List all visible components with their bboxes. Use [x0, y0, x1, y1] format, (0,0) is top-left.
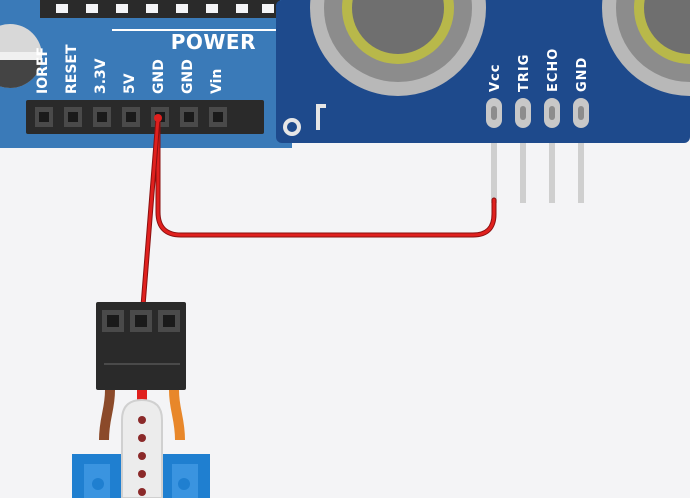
servo-horn-icon[interactable] [121, 398, 163, 498]
wire-5v-to-vcc[interactable] [155, 115, 497, 238]
sensor-leg-2[interactable] [549, 143, 555, 203]
power-pin-label-3: 5V [122, 73, 138, 94]
power-socket-hole-5 [184, 112, 194, 122]
power-pin-label-5: GND [180, 59, 196, 94]
sensor-legs [491, 143, 584, 203]
power-socket-hole-2 [97, 112, 107, 122]
power-header-label: POWER [171, 30, 256, 54]
power-pin-labels: IOREF RESET 3.3V 5V GND GND Vin [35, 44, 225, 94]
sensor-pin-label-1: TRIG [517, 54, 532, 92]
sensor-leg-1[interactable] [520, 143, 526, 203]
crystal-icon [316, 104, 320, 130]
sensor-pin-label-0: Vcc [488, 64, 503, 92]
sensor-pin-label-3: GND [575, 57, 590, 92]
ultrasonic-sensor[interactable]: Vcc TRIG ECHO GND [276, 0, 690, 143]
left-transducer-icon [310, 0, 486, 96]
wire-5v-to-servo[interactable] [140, 115, 161, 309]
arduino-board[interactable]: POWER IOREF RESET 3.3V 5V GND GND Vin [0, 0, 292, 148]
sensor-pin-hole-1 [520, 106, 526, 120]
sensor-leg-0[interactable] [491, 143, 497, 203]
sensor-pin-hole-2 [549, 106, 555, 120]
power-socket-hole-3 [126, 112, 136, 122]
sensor-pin-pads [486, 98, 589, 128]
power-header [26, 100, 264, 134]
sensor-pin-hole-3 [578, 106, 584, 120]
sensor-leg-3[interactable] [578, 143, 584, 203]
power-pin-label-6: Vin [209, 69, 225, 94]
power-socket-hole-0 [39, 112, 49, 122]
wire-endpoint-5v[interactable] [154, 114, 162, 122]
power-pin-label-1: RESET [64, 44, 80, 94]
power-socket-hole-6 [213, 112, 223, 122]
power-pin-label-0: IOREF [35, 47, 51, 94]
power-pin-label-4: GND [151, 59, 167, 94]
sensor-pin-labels: Vcc TRIG ECHO GND [488, 48, 590, 92]
right-transducer-icon [602, 0, 690, 96]
capacitor-icon [0, 24, 42, 88]
power-socket-hole-1 [68, 112, 78, 122]
servo[interactable] [72, 302, 210, 498]
top-header [40, 0, 280, 18]
power-pin-label-2: 3.3V [93, 58, 109, 94]
sensor-pin-label-2: ECHO [546, 48, 561, 92]
sensor-pin-hole-0 [491, 106, 497, 120]
